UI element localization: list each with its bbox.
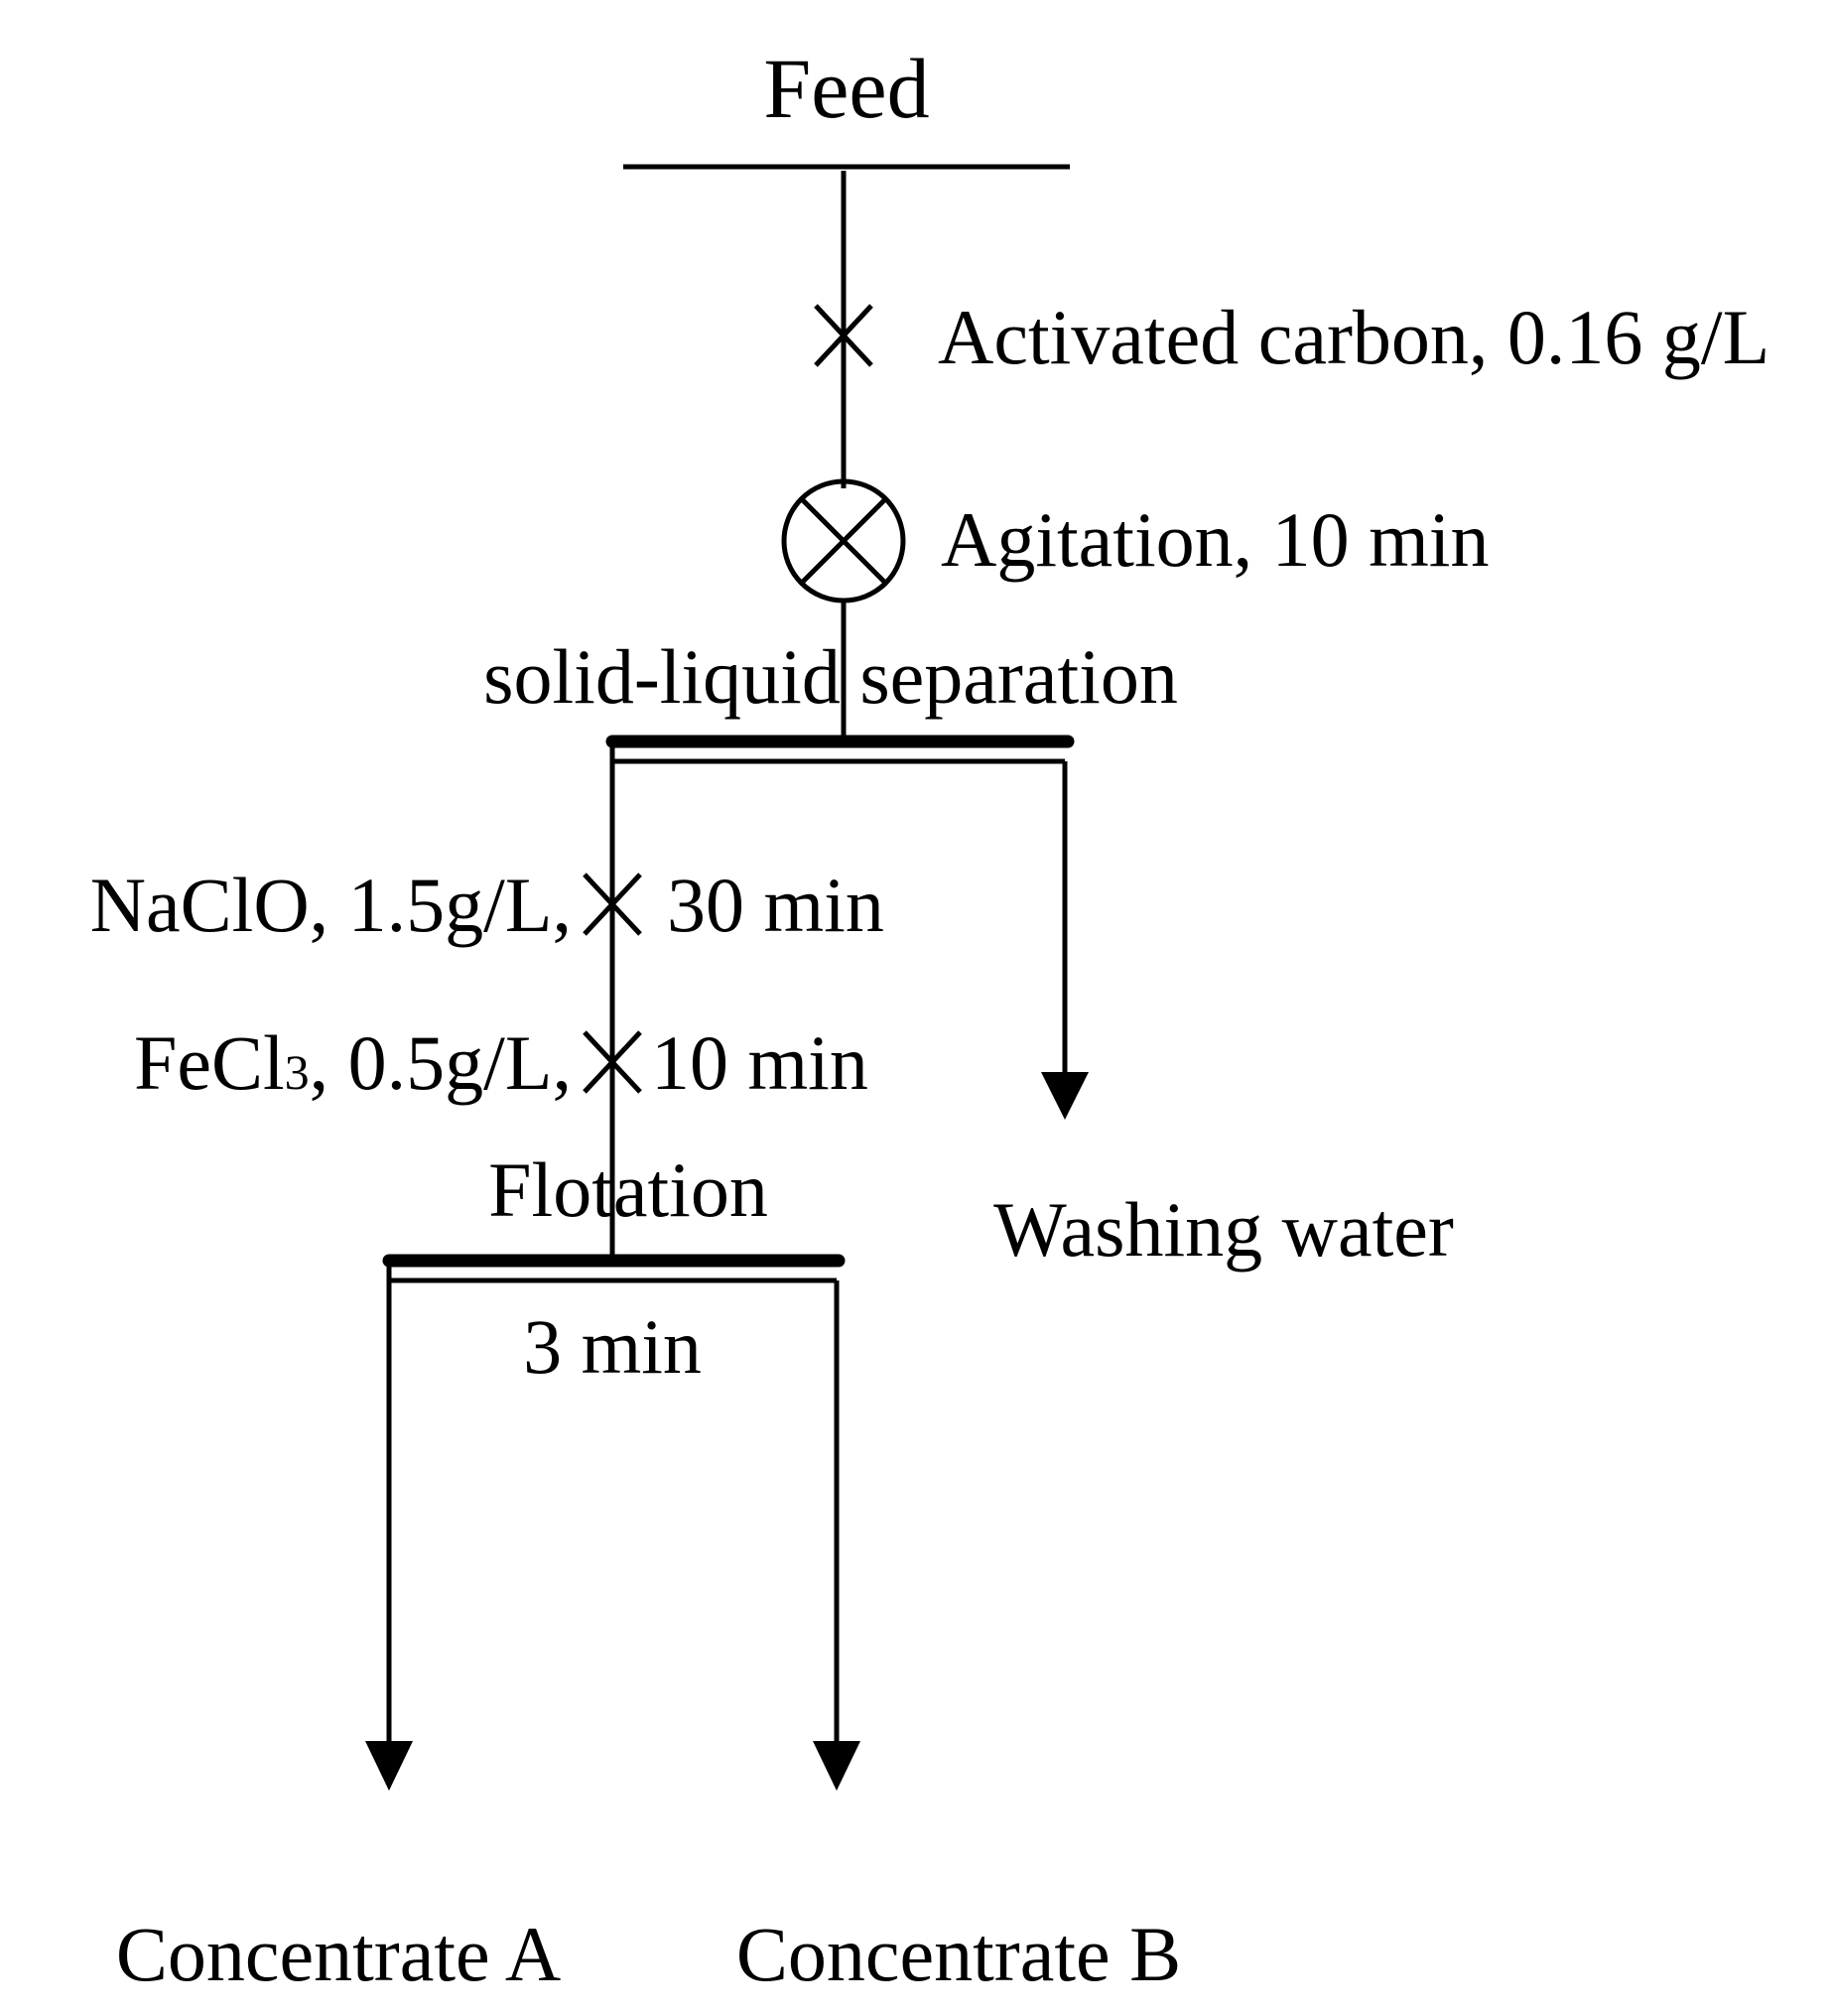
concentrate-b-arrow (813, 1280, 860, 1791)
concentrate-a-label: Concentrate A (116, 1911, 561, 1997)
flotation-time-label: 3 min (523, 1303, 702, 1390)
separation-label: solid-liquid separation (483, 633, 1178, 720)
concentrate-b-label: Concentrate B (736, 1911, 1181, 1997)
reagent-addition-cross-icon (583, 1030, 642, 1094)
reagent-addition-cross-icon (814, 304, 873, 367)
activated-carbon-label: Activated carbon, 0.16 g/L (938, 294, 1769, 380)
reagent-addition-cross-icon (583, 873, 642, 936)
naclo-time-label: 30 min (667, 862, 884, 948)
flotation-bar (382, 1254, 846, 1283)
agitation-tank-icon (781, 478, 906, 604)
separation-bar (605, 735, 1075, 764)
flotation-label: Flotation (488, 1146, 768, 1233)
washing-water-label: Washing water (993, 1186, 1454, 1273)
feed-label: Feed (763, 41, 929, 136)
fecl3-label: FeCl3, 0.5g/L, (134, 1019, 572, 1106)
washing-water-arrow (1041, 761, 1089, 1120)
fecl3-time-label: 10 min (651, 1019, 868, 1106)
naclo-label: NaClO, 1.5g/L, (90, 862, 572, 948)
concentrate-a-arrow (365, 1261, 413, 1791)
agitation-label: Agitation, 10 min (941, 496, 1489, 583)
